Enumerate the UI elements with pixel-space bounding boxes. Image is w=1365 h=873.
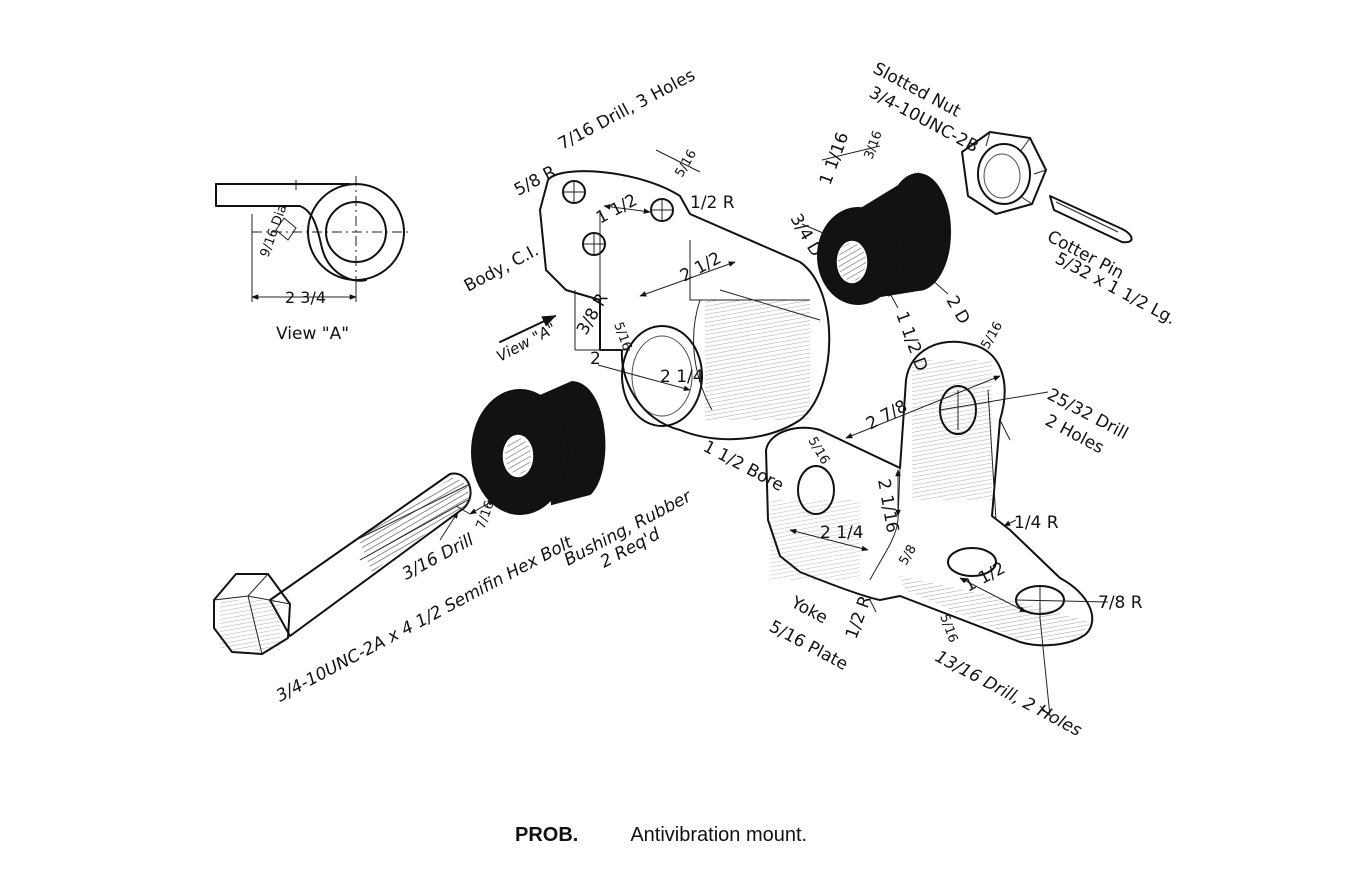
view-a-width-dim: 2 3/4 — [285, 288, 326, 307]
body-height: 2 — [590, 349, 601, 369]
body-offset: 5/16 — [672, 147, 700, 180]
body-r-top: 5/8 R — [511, 162, 560, 201]
yoke-slot: 5/8 — [896, 542, 919, 568]
view-a-detail: 2 3/4 9/16 Dia View "A" — [215, 176, 410, 344]
body-thickness: 5/16 — [610, 320, 634, 353]
body-length: 2 1/2 — [677, 248, 725, 286]
yoke-plate-spec: 5/16 Plate — [766, 617, 851, 675]
body-view-arrow: View "A" — [493, 319, 559, 365]
body-bore-dia: 2 1/4 — [660, 367, 704, 387]
rubber-bushing-lower: Bushing, Rubber 2 Req'd — [471, 380, 696, 572]
yoke-drill-bottom: 13/16 Drill, 2 Holes — [932, 647, 1085, 741]
body-spacing: 1 1/2 — [593, 190, 641, 228]
yoke-inner-r: 1/4 R — [1014, 513, 1059, 533]
yoke-r-small: 1/2 R — [842, 593, 876, 642]
rubber-bushing-upper: 3/4 D 1 1/16 3/16 1 1/2 D 2 D — [786, 129, 974, 374]
body-r-right: 1/2 R — [690, 193, 735, 213]
bushing-upper-d-small: 3/4 D — [786, 211, 826, 261]
body-drill: 7/16 Drill, 3 Holes — [555, 65, 699, 154]
body-bore: 1 1/2 Bore — [700, 437, 787, 496]
bushing-upper-lip: 3/16 — [862, 129, 886, 162]
view-a-drill-dim: 9/16 Dia — [258, 203, 291, 260]
yoke-top-thickness: 5/16 — [978, 319, 1006, 352]
body-left-r: 3/8 R — [573, 290, 613, 339]
bolt-dim: 7/16 — [474, 499, 498, 532]
yoke-r-end: 7/8 R — [1098, 593, 1143, 613]
yoke-left-depth: 5/16 — [805, 435, 833, 468]
bushing-upper-d-big: 2 D — [942, 293, 974, 328]
caption-prefix: PROB. — [515, 824, 579, 846]
caption-title: Antivibration mount. — [630, 824, 808, 846]
view-a-title: View "A" — [276, 324, 349, 344]
yoke-name: Yoke — [787, 592, 831, 628]
figure-caption: PROB. Antivibration mount. — [515, 824, 807, 847]
bushing-upper-flange: 1 1/16 — [816, 130, 853, 188]
cotter-pin: Cotter Pin 5/32 x 1 1/2 Lg. — [1044, 195, 1179, 329]
body-name: Body, C.I. — [461, 241, 542, 297]
yoke-width: 2 1/4 — [820, 523, 864, 543]
